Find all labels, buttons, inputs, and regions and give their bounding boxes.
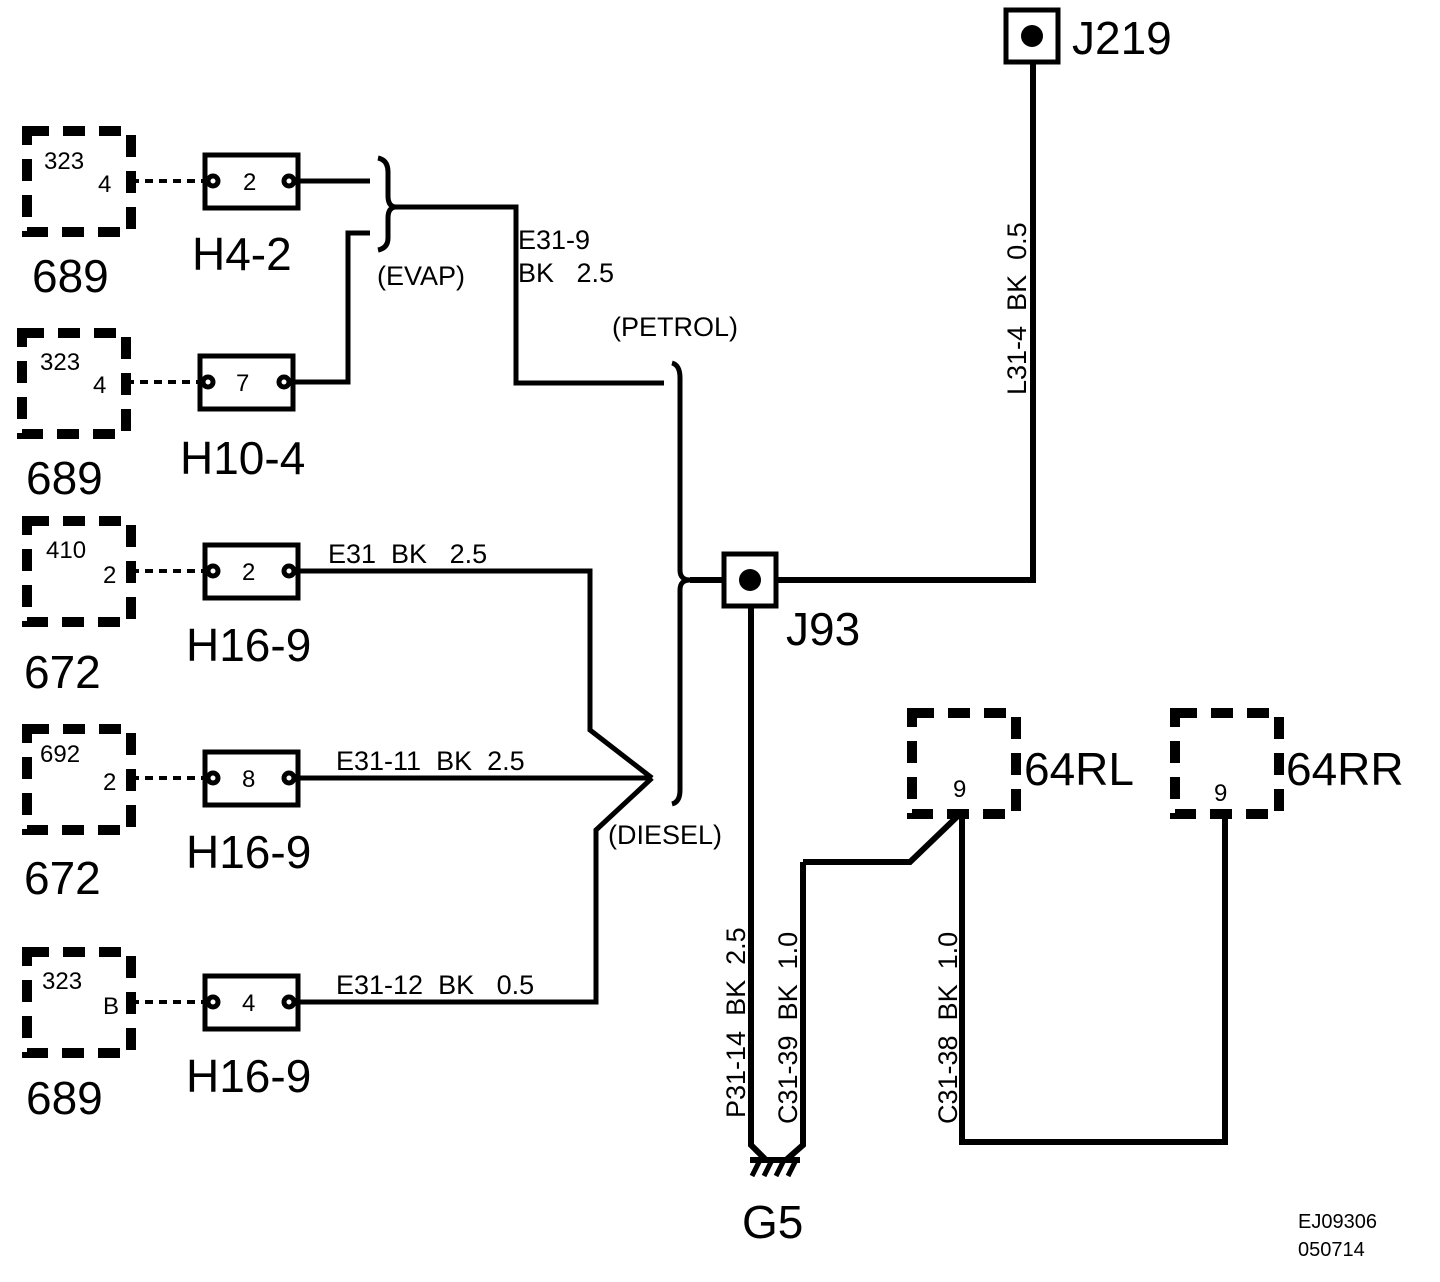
inline-connector-3: 2 H16-9	[186, 542, 311, 671]
module-label: 64RL	[1024, 743, 1134, 795]
module-number: 689	[26, 452, 103, 504]
ref-line-1: EJ09306	[1298, 1211, 1377, 1233]
connector-label: H10-4	[180, 432, 305, 484]
wire-l31-4: L31-4 BK 0.5	[1002, 222, 1032, 395]
module-code: 323	[40, 349, 80, 376]
connector-pin: 4	[242, 990, 255, 1017]
connector-pin: 2	[242, 559, 255, 586]
inline-connector-5: 4 H16-9	[186, 973, 311, 1102]
dashed-leads	[126, 179, 207, 1004]
ground-label: G5	[742, 1196, 803, 1248]
module-pin: 2	[103, 562, 116, 589]
module-64rr: 9 64RR	[1170, 708, 1404, 819]
module-1: 323 4 689	[22, 126, 136, 302]
module-code: 692	[40, 741, 80, 768]
wire-c31-39: C31-39 BK 1.0	[773, 932, 803, 1124]
module-pin: 9	[953, 776, 966, 803]
module-number: 689	[32, 250, 109, 302]
module-number: 672	[24, 852, 101, 904]
module-5: 323 B 689	[22, 947, 136, 1124]
ref-line-2: 050714	[1298, 1239, 1365, 1261]
wire-e31-11: E31-11 BK 2.5	[336, 746, 525, 776]
module-64rl: 9 64RL	[907, 708, 1134, 819]
connector-pin: 8	[242, 766, 255, 793]
module-code: 323	[44, 148, 84, 175]
module-pin: 4	[93, 372, 106, 399]
connector-label: H16-9	[186, 826, 311, 878]
module-pin: 4	[98, 171, 111, 198]
inline-connector-1: 2 H4-2	[192, 152, 301, 280]
splice-label: J93	[786, 603, 860, 655]
variant-diesel: (DIESEL)	[608, 820, 722, 850]
inline-connector-2: 7 H10-4	[180, 353, 305, 484]
wire-e31: E31 BK 2.5	[328, 539, 487, 569]
module-pin: 2	[103, 769, 116, 796]
module-number: 689	[26, 1072, 103, 1124]
splice-j219: J219	[1003, 7, 1172, 65]
connector-label: H4-2	[192, 228, 292, 280]
module-label: 64RR	[1286, 743, 1404, 795]
wire-c31-38: C31-38 BK 1.0	[933, 932, 963, 1124]
connector-label: H16-9	[186, 619, 311, 671]
module-number: 672	[24, 646, 101, 698]
module-code: 323	[42, 968, 82, 995]
wire-e31-12: E31-12 BK 0.5	[336, 970, 534, 1000]
splice-j93: J93	[721, 551, 860, 655]
wire-p31-14: P31-14 BK 2.5	[721, 927, 751, 1118]
module-pin: B	[103, 993, 119, 1020]
petrol-diesel-brace	[671, 360, 691, 807]
wire-spec-e31-9: BK 2.5	[518, 258, 614, 288]
inline-connector-4: 8 H16-9	[186, 749, 311, 878]
module-code: 410	[46, 537, 86, 564]
evap-brace	[377, 155, 397, 253]
connector-label: H16-9	[186, 1050, 311, 1102]
connector-pin: 2	[243, 169, 256, 196]
module-3: 410 2 672	[22, 516, 136, 698]
module-2: 323 4 689	[17, 328, 131, 504]
ground-g5: G5	[742, 1157, 803, 1248]
variant-petrol: (PETROL)	[612, 312, 738, 342]
wire-code-e31-9: E31-9	[518, 225, 590, 255]
splice-label: J219	[1072, 12, 1172, 64]
variant-evap: (EVAP)	[377, 261, 465, 291]
module-pin: 9	[1214, 780, 1227, 807]
module-4: 692 2 672	[22, 724, 136, 904]
connector-pin: 7	[236, 370, 249, 397]
